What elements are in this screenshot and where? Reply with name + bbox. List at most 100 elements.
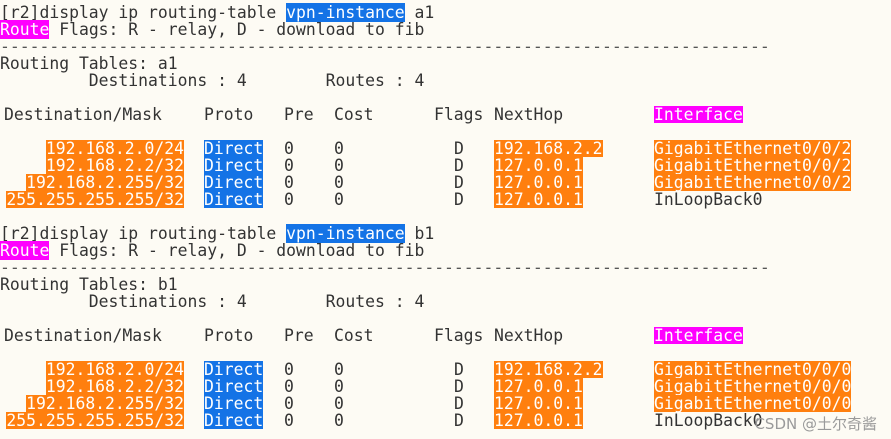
command-prompt: [r2]display ip routing-table (0, 3, 287, 22)
destinations-summary: Destinations : 4 Routes : 4 (0, 71, 425, 90)
vpn-instance-keyword: vpn-instance (286, 224, 405, 243)
row-destination: 192.168.2.0/24 (45, 360, 184, 379)
flags-legend: Route Flags: R - relay, D - download to … (0, 241, 425, 260)
separator-line: ----------------------------------------… (0, 259, 770, 276)
header-cost: Cost (334, 326, 374, 345)
header-pre: Pre (284, 105, 314, 124)
row-nexthop: 127.0.0.1 (494, 411, 583, 430)
header-proto: Proto (204, 326, 254, 345)
row-pre: 0 (284, 394, 294, 413)
table-header: Destination/Mask Proto Pre Cost Flags NextHop… (0, 106, 891, 123)
row-proto: Direct (204, 190, 264, 209)
row-proto: Direct (204, 139, 264, 158)
header-cost: Cost (334, 105, 374, 124)
table-row: 192.168.2.255/32 Direct 0 0 D 127.0.0.1 Gigabi… (0, 174, 891, 191)
row-interface: InLoopBack0 (654, 411, 763, 430)
row-nexthop: 127.0.0.1 (494, 190, 583, 209)
routing-tables-title: Routing Tables: a1 (0, 55, 178, 72)
separator-line: ----------------------------------------… (0, 38, 770, 55)
row-nexthop: 192.168.2.2 (494, 139, 603, 158)
row-cost: 0 (334, 173, 344, 192)
command-line: [r2]display ip routing-table vpn-instanc… (0, 3, 435, 22)
table-row: 192.168.2.2/32 Direct 0 0 D 127.0.0.1 GigabitE… (0, 378, 891, 395)
command-prompt: [r2]display ip routing-table (0, 224, 287, 243)
row-nexthop: 127.0.0.1 (494, 377, 583, 396)
routing-tables-label: Routing Tables: a1 (0, 54, 178, 73)
row-proto: Direct (204, 411, 264, 430)
routing-tables-title: Routing Tables: b1 (0, 276, 178, 293)
flags-description: Flags: R - relay, D - download to fib (49, 241, 425, 260)
instance-name: a1 (404, 3, 435, 22)
instance-name: b1 (404, 224, 435, 243)
row-flags: D (454, 394, 464, 413)
row-interface: InLoopBack0 (654, 190, 763, 209)
row-nexthop: 127.0.0.1 (494, 173, 583, 192)
row-pre: 0 (284, 139, 294, 158)
row-destination: 255.255.255.255/32 (6, 190, 184, 209)
row-pre: 0 (284, 360, 294, 379)
row-cost: 0 (334, 377, 344, 396)
header-destination: Destination/Mask (4, 105, 162, 124)
header-pre: Pre (284, 326, 314, 345)
row-pre: 0 (284, 173, 294, 192)
row-interface: GigabitEthernet0/0/0 (654, 394, 852, 413)
row-flags: D (454, 360, 464, 379)
route-keyword: Route (0, 20, 50, 39)
row-pre: 0 (284, 377, 294, 396)
table-header: Destination/Mask Proto Pre Cost Flags NextHop… (0, 327, 891, 344)
header-proto: Proto (204, 105, 254, 124)
row-nexthop: 127.0.0.1 (494, 156, 583, 175)
row-interface: GigabitEthernet0/0/2 (654, 173, 852, 192)
header-interface: Interface (654, 326, 743, 345)
separator: ----------------------------------------… (0, 258, 770, 277)
row-cost: 0 (334, 190, 344, 209)
row-cost: 0 (334, 156, 344, 175)
row-flags: D (454, 156, 464, 175)
header-flags: Flags (434, 326, 484, 345)
separator: ----------------------------------------… (0, 37, 770, 56)
destinations-summary: Destinations : 4 Routes : 4 (0, 292, 425, 311)
row-destination: 192.168.2.2/32 (45, 156, 184, 175)
destinations-count: Destinations : 4 Routes : 4 (0, 292, 425, 311)
header-interface: Interface (654, 105, 743, 124)
row-cost: 0 (334, 411, 344, 430)
row-destination: 255.255.255.255/32 (6, 411, 184, 430)
row-cost: 0 (334, 394, 344, 413)
row-destination: 192.168.2.2/32 (45, 377, 184, 396)
row-flags: D (454, 190, 464, 209)
row-proto: Direct (204, 156, 264, 175)
row-destination: 192.168.2.255/32 (26, 173, 184, 192)
row-proto: Direct (204, 377, 264, 396)
row-pre: 0 (284, 411, 294, 430)
row-flags: D (454, 377, 464, 396)
row-flags: D (454, 139, 464, 158)
route-keyword: Route (0, 241, 50, 260)
row-interface: GigabitEthernet0/0/0 (654, 377, 852, 396)
row-cost: 0 (334, 139, 344, 158)
watermark: CSDN @土尔奇酱 (754, 415, 877, 433)
header-nexthop: NextHop (494, 105, 564, 124)
row-flags: D (454, 173, 464, 192)
destinations-count: Destinations : 4 Routes : 4 (0, 71, 425, 90)
row-proto: Direct (204, 360, 264, 379)
table-row: 255.255.255.255/32 Direct 0 0 D 127.0.0.1 InLo… (0, 412, 891, 429)
header-destination: Destination/Mask (4, 326, 162, 345)
vpn-instance-keyword: vpn-instance (286, 3, 405, 22)
row-interface: GigabitEthernet0/0/0 (654, 360, 852, 379)
row-destination: 192.168.2.255/32 (26, 394, 184, 413)
row-flags: D (454, 411, 464, 430)
row-destination: 192.168.2.0/24 (45, 139, 184, 158)
row-proto: Direct (204, 173, 264, 192)
row-cost: 0 (334, 360, 344, 379)
row-pre: 0 (284, 156, 294, 175)
header-flags: Flags (434, 105, 484, 124)
flags-legend: Route Flags: R - relay, D - download to … (0, 20, 424, 39)
header-nexthop: NextHop (494, 326, 564, 345)
command-line: [r2]display ip routing-table vpn-instanc… (0, 224, 435, 243)
